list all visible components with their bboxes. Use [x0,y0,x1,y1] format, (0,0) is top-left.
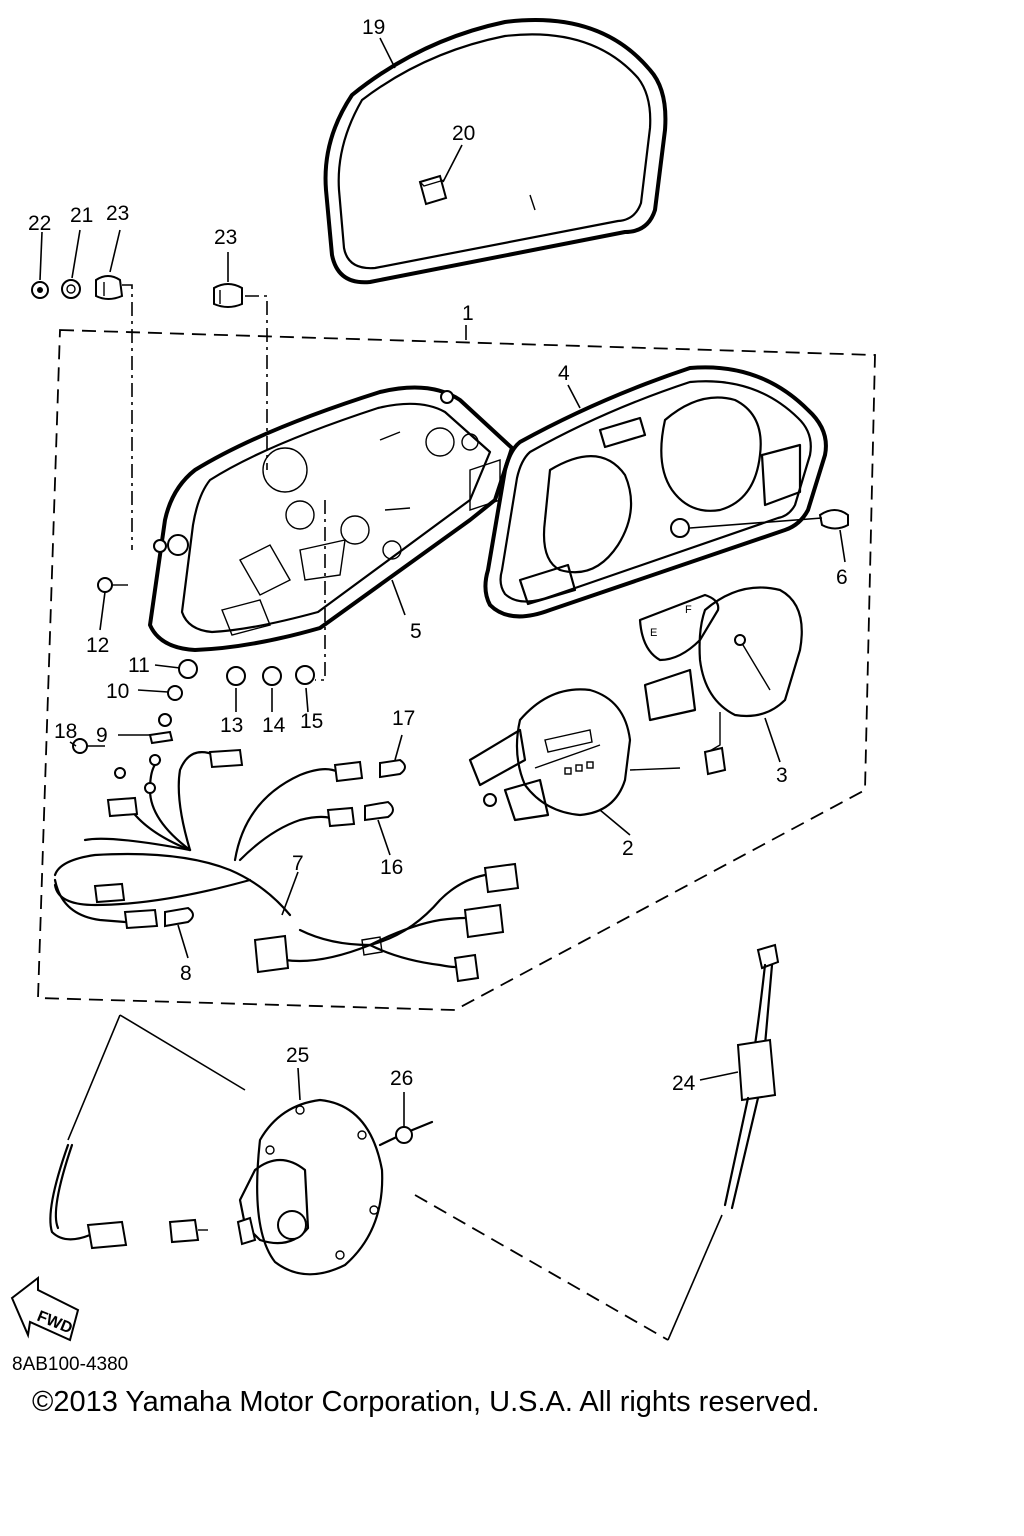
meter-cover [323,18,668,285]
label-9: 9 [96,724,108,747]
assembly-boundary [37,329,876,1011]
part-6-cap [818,509,849,530]
meter-case [148,385,514,652]
bulb-17 [379,758,406,779]
label-23b: 23 [214,226,237,249]
copyright-notice: ©2013 Yamaha Motor Corporation, U.S.A. A… [32,1386,820,1418]
meter-panel [483,365,828,619]
label-24: 24 [672,1072,696,1095]
tachometer-unit: E F [638,586,803,776]
label-15: 15 [300,710,323,733]
label-26: 26 [390,1067,413,1090]
wire-harness [53,748,520,983]
bulb-8 [164,906,194,928]
part-labels: 1 2 3 4 5 6 7 8 9 10 11 12 13 14 15 16 1… [28,16,848,1095]
small-hardware [72,539,315,754]
svg-text:F: F [685,604,692,616]
svg-text:E: E [650,627,657,639]
label-21: 21 [70,204,93,227]
label-17: 17 [392,707,415,730]
label-1: 1 [462,302,474,325]
label-6: 6 [836,566,848,589]
reference-code: 8AB100-4380 [12,1354,129,1375]
label-23a: 23 [106,202,129,225]
speedometer-unit [468,688,681,822]
label-16: 16 [380,856,403,879]
label-18: 18 [54,720,77,743]
label-19: 19 [362,16,385,39]
label-20: 20 [452,122,475,145]
label-7: 7 [292,852,304,875]
leader-lines [39,37,846,1128]
label-10: 10 [106,680,129,703]
speedometer-gear-assembly [49,943,780,1276]
label-14: 14 [262,714,286,737]
label-5: 5 [410,620,422,643]
forward-arrow: FWD [10,1275,80,1342]
label-4: 4 [558,362,570,385]
label-8: 8 [180,962,192,985]
label-25: 25 [286,1044,309,1067]
label-2: 2 [622,837,634,860]
label-12: 12 [86,634,109,657]
label-22: 22 [28,212,51,235]
top-left-hardware [31,275,243,308]
label-11: 11 [128,654,150,677]
bulb-16 [364,800,394,822]
label-13: 13 [220,714,243,737]
label-3: 3 [776,764,788,787]
